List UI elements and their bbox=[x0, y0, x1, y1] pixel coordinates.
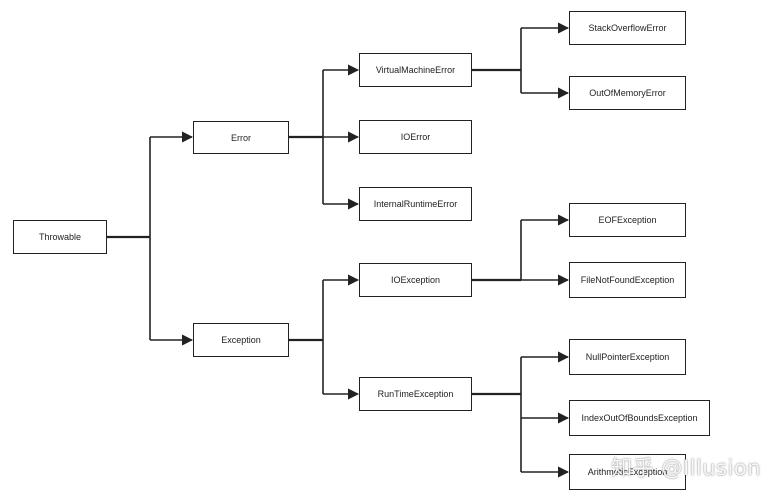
node-arithmetic-exception: ArithmeticException bbox=[569, 454, 686, 490]
node-virtual-machine-error: VirtualMachineError bbox=[359, 53, 472, 87]
node-error: Error bbox=[193, 121, 289, 154]
node-null-pointer-exception: NullPointerException bbox=[569, 339, 686, 375]
watermark-text: 知乎 @Illusion bbox=[611, 456, 761, 480]
node-exception: Exception bbox=[193, 323, 289, 357]
node-runtime-exception: RunTimeException bbox=[359, 377, 472, 411]
node-eof-exception: EOFException bbox=[569, 203, 686, 237]
node-io-exception: IOException bbox=[359, 263, 472, 297]
node-file-not-found-exception: FileNotFoundException bbox=[569, 262, 686, 298]
node-out-of-memory-error: OutOfMemoryError bbox=[569, 76, 686, 110]
node-io-error: IOError bbox=[359, 120, 472, 154]
node-index-out-of-bounds-exception: IndexOutOfBoundsException bbox=[569, 400, 710, 436]
node-stack-overflow-error: StackOverflowError bbox=[569, 11, 686, 45]
node-throwable: Throwable bbox=[13, 220, 107, 254]
node-internal-runtime-error: InternalRuntimeError bbox=[359, 187, 472, 221]
